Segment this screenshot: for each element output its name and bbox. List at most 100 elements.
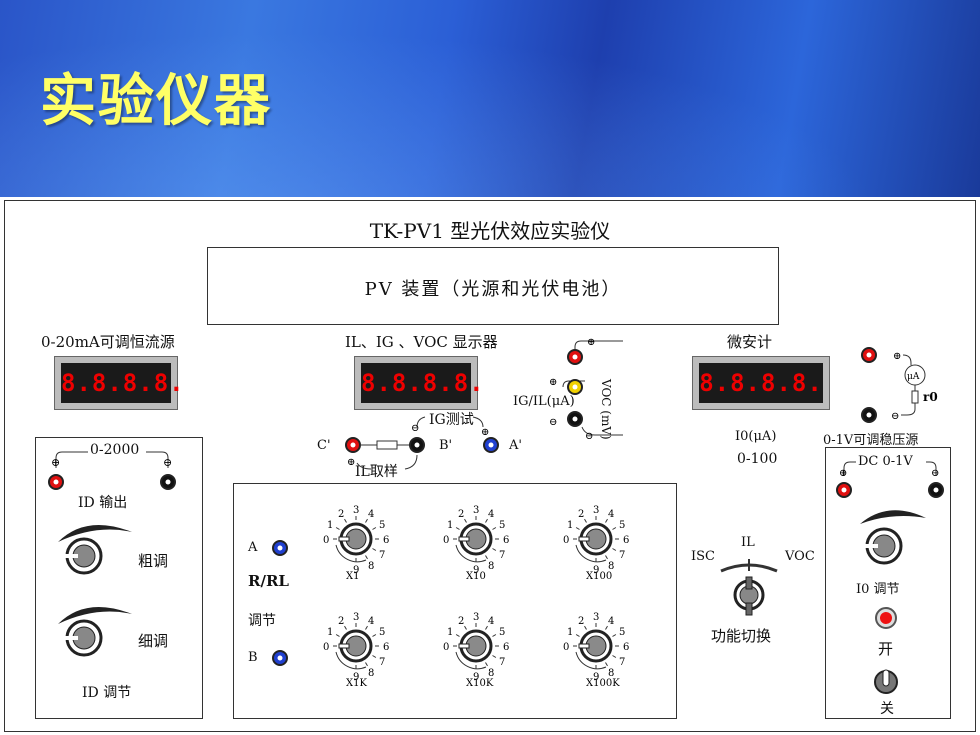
dial-number: 8 xyxy=(368,561,374,572)
dial-tick xyxy=(365,518,368,523)
dial-number: 9 xyxy=(473,672,479,683)
ig-test-label: IG测试 xyxy=(429,412,474,428)
svg-text:⊖: ⊖ xyxy=(163,456,172,469)
dial-tick xyxy=(485,662,488,667)
dial-number: 9 xyxy=(593,672,599,683)
dial-tick xyxy=(605,518,608,523)
dial-number: 2 xyxy=(578,616,584,627)
dial-number: 3 xyxy=(593,505,599,516)
terminal-b-label: B xyxy=(248,650,258,665)
slide-header xyxy=(0,0,980,197)
dial-number: 4 xyxy=(488,509,494,520)
dial-arc xyxy=(335,651,367,670)
dial-arc xyxy=(455,651,487,670)
dial-tick xyxy=(584,518,587,523)
dial-tick xyxy=(365,555,368,560)
r0-label: r0 xyxy=(923,390,938,404)
svg-text:⊖: ⊖ xyxy=(931,468,939,479)
dial-number: 4 xyxy=(488,616,494,627)
dial-tick xyxy=(584,625,587,630)
dial-number: 5 xyxy=(379,627,385,638)
dial-number: 6 xyxy=(383,642,389,653)
a-prime-label: A' xyxy=(509,438,522,453)
il-label: IL xyxy=(741,535,755,550)
dial-number: 1 xyxy=(327,520,333,531)
dial-number: 7 xyxy=(499,657,505,668)
microammeter-terminals: ⊕ μA r0 ⊖ xyxy=(861,347,938,423)
svg-text:⊕: ⊕ xyxy=(587,337,595,348)
dial-number: 0 xyxy=(563,535,569,546)
dial-number: 2 xyxy=(458,509,464,520)
svg-text:⊕: ⊕ xyxy=(839,468,847,479)
dial-number: 3 xyxy=(473,505,479,516)
svg-text:⊕: ⊕ xyxy=(347,457,355,468)
dial-number: 7 xyxy=(619,657,625,668)
current-output-label: ID 输出 xyxy=(78,495,128,511)
dial-number: 8 xyxy=(488,561,494,572)
dial-multiplier-label: X10K xyxy=(466,678,494,689)
dial-number: 6 xyxy=(503,535,509,546)
instrument-panel: TK-PV1 型光伏效应实验仪 PV 装置（光源和光伏电池） 0-20mA可调恒… xyxy=(4,200,976,732)
current-adjust-label: ID 调节 xyxy=(82,685,132,701)
voltage-source-graphics: ⊕ ⊖ xyxy=(836,461,944,694)
microammeter-digits: 8.8.8.8. xyxy=(699,369,823,397)
dial-number: 0 xyxy=(563,642,569,653)
dial-tick xyxy=(344,625,347,630)
b-prime-label: B' xyxy=(439,438,453,453)
dial-number: 5 xyxy=(379,520,385,531)
main-display-label: IL、IG 、VOC 显示器 xyxy=(345,333,498,351)
current-source-graphics: ⊕ ⊖ xyxy=(48,451,176,657)
dial-tick xyxy=(372,548,377,551)
dial-tick xyxy=(575,634,580,637)
dial-tick xyxy=(335,634,340,637)
dial-tick xyxy=(372,634,377,637)
fine-label: 细调 xyxy=(138,632,169,650)
dial-tick xyxy=(612,527,617,530)
coarse-label: 粗调 xyxy=(138,552,169,570)
dial-tick xyxy=(464,518,467,523)
dial-number: 9 xyxy=(473,565,479,576)
dial-tick xyxy=(605,625,608,630)
dial-pointer xyxy=(338,536,350,542)
dial-number: 7 xyxy=(499,550,505,561)
current-source-digits: 8.8.8.8. xyxy=(61,369,185,397)
dial-number: 1 xyxy=(567,627,573,638)
dial-pointer xyxy=(578,536,590,542)
dial-tick xyxy=(335,527,340,530)
dial-pointer xyxy=(458,536,470,542)
dial-tick xyxy=(455,527,460,530)
dial-number: 8 xyxy=(488,668,494,679)
dial-number: 1 xyxy=(447,627,453,638)
dc-range-label: DC 0-1V xyxy=(856,454,915,469)
dial-tick xyxy=(365,662,368,667)
dial-number: 7 xyxy=(379,657,385,668)
dial-pointer xyxy=(338,643,350,649)
r-rl-label: R/RL xyxy=(248,572,289,590)
dial-number: 3 xyxy=(353,612,359,623)
microammeter-label: 微安计 xyxy=(727,333,773,351)
dial-number: 1 xyxy=(327,627,333,638)
dial-number: 8 xyxy=(608,668,614,679)
dial-tick xyxy=(605,662,608,667)
main-display-digits: 8.8.8.8. xyxy=(361,369,485,397)
dial-number: 1 xyxy=(567,520,573,531)
voltage-source-label: 0-1V可调稳压源 xyxy=(823,433,919,448)
function-switch-label: 功能切换 xyxy=(711,627,772,645)
dial-tick xyxy=(612,655,617,658)
dial-number: 9 xyxy=(353,672,359,683)
ig-il-label: IG/IL(μA) xyxy=(513,394,575,409)
dial-number: 4 xyxy=(368,509,374,520)
dial-multiplier-label: X100K xyxy=(586,678,620,689)
dial-tick xyxy=(492,548,497,551)
dial-number: 4 xyxy=(608,616,614,627)
voltage-adjust-label: I0 调节 xyxy=(856,582,900,597)
current-source-box: 0-2000 ID 输出 粗调 细调 ID 调节 ⊕ ⊖ xyxy=(35,437,203,719)
dial-tick xyxy=(485,555,488,560)
